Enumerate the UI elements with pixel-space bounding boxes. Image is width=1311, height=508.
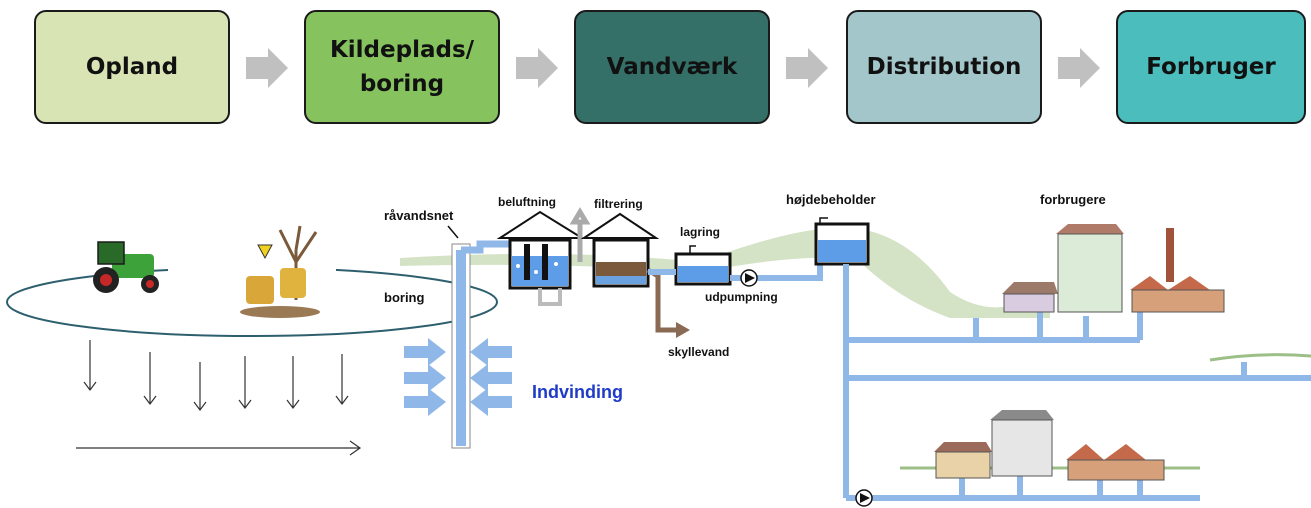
label-lagring: lagring [680, 225, 720, 239]
step-distribution: Distribution [846, 10, 1042, 124]
storage-tank [674, 245, 732, 286]
step-forbruger-label: Forbruger [1146, 54, 1276, 80]
step-distribution-label: Distribution [866, 54, 1022, 80]
elevated-reservoir [814, 217, 870, 266]
step-kildeplads-label: Kildeplads/ boring [329, 37, 475, 97]
infiltration-arrows [83, 340, 349, 411]
step-vandvaerk: Vandværk [574, 10, 770, 124]
process-flow: Opland Kildeplads/ boring Vandværk Distr… [0, 0, 1311, 140]
step-opland: Opland [34, 10, 230, 124]
filter-tank [580, 212, 660, 288]
pump-icon [855, 489, 873, 507]
label-udpumpning: udpumpning [705, 290, 778, 304]
label-forbrugere: forbrugere [1040, 192, 1106, 207]
step-forbruger: Forbruger [1116, 10, 1306, 124]
houses-upper [1002, 224, 1225, 313]
arrow-right-icon [516, 48, 558, 88]
raw-water-pipe [461, 240, 520, 254]
houses-lower [934, 410, 1165, 481]
inflow-arrows [404, 338, 512, 416]
backwash-pipe [646, 267, 676, 333]
label-beluftning: beluftning [498, 195, 556, 209]
arrow-right-icon [246, 48, 288, 88]
step-opland-label: Opland [85, 54, 179, 80]
label-raavandsnet: råvandsnet [384, 208, 454, 223]
label-filtrering: filtrering [594, 197, 643, 211]
vent-arrow [569, 207, 591, 262]
aeration-tank [496, 210, 586, 306]
label-skyllevand: skyllevand [668, 345, 729, 359]
label-indvinding: Indvinding [532, 382, 623, 402]
tractor-icon [93, 241, 159, 293]
arrow-right-icon [786, 48, 828, 88]
pump-icon [740, 269, 758, 287]
label-hojdebeholder: højdebeholder [786, 192, 876, 207]
ground-hill [400, 227, 1050, 318]
pollution-barrels-icon [240, 225, 320, 318]
groundwater-flow-arrow [76, 440, 362, 456]
distribution-network [843, 264, 1311, 501]
label-boring: boring [384, 290, 424, 305]
treated-water-pipe [648, 264, 823, 281]
water-supply-illustration: boring råvandsnet beluftning filtrering … [6, 192, 1311, 507]
step-vandvaerk-label: Vandværk [606, 54, 738, 80]
step-kildeplads-boring: Kildeplads/ boring [304, 10, 500, 124]
ground-line-right [1209, 353, 1311, 362]
arrow-right-icon [1058, 48, 1100, 88]
